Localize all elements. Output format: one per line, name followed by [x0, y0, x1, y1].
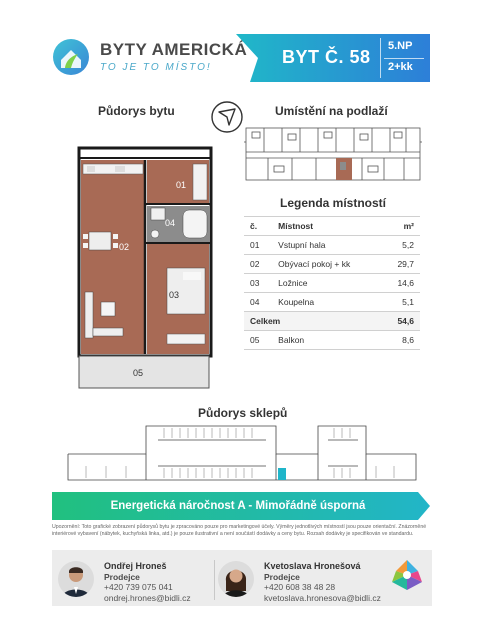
column-header-area: m²	[382, 216, 420, 236]
room-name: Balkon	[272, 330, 383, 350]
floor-plan: 01 04 02 03 05	[77, 146, 213, 389]
contact-role: Prodejce	[104, 571, 140, 582]
table-row: 05 Balkon 8,6	[244, 330, 420, 350]
column-header-room: Místnost	[272, 216, 383, 236]
apartment-floor: 5.NP	[388, 40, 413, 52]
contact-email[interactable]: ondrej.hrones@bidli.cz	[104, 592, 191, 603]
energy-rating: Energetická náročnost A - Mimořádně úspo…	[110, 500, 366, 512]
banner-divider	[384, 58, 424, 59]
north-arrow-icon	[211, 101, 243, 133]
agency-logo-icon	[392, 560, 422, 590]
avatar	[58, 561, 94, 597]
room-area: 5,1	[382, 292, 420, 312]
room-label-04: 04	[165, 218, 175, 228]
header: BYTY AMERICKÁ TO JE TO MÍSTO! BYT Č. 58 …	[0, 0, 480, 96]
total-label: Celkem	[244, 311, 383, 331]
total-row: Celkem 54,6	[244, 311, 420, 331]
legend-title: Legenda místností	[280, 196, 387, 210]
room-area: 29,7	[382, 254, 420, 274]
energy-banner	[52, 492, 430, 520]
room-area: 14,6	[382, 273, 420, 293]
table-row: 04 Koupelna 5,1	[244, 292, 420, 312]
room-number: 04	[244, 292, 273, 312]
room-area: 8,6	[382, 330, 420, 350]
brand-logo-icon	[53, 39, 89, 75]
footer-divider	[214, 560, 215, 600]
table-row: 01 Vstupní hala 5,2	[244, 235, 420, 255]
apartment-banner	[236, 34, 430, 82]
room-name: Vstupní hala	[272, 235, 383, 255]
disclaimer: Upozornění: Toto grafické zobrazení půdo…	[52, 524, 427, 537]
room-name: Obývací pokoj + kk	[272, 254, 383, 274]
floorplan-title: Půdorys bytu	[98, 104, 175, 118]
room-number: 03	[244, 273, 273, 293]
table-header-row: č. Místnost m²	[244, 216, 420, 236]
contact-email[interactable]: kvetoslava.hronesova@bidli.cz	[264, 592, 381, 603]
apartment-layout: 2+kk	[388, 61, 413, 73]
contact-name: Kvetoslava Hronešová	[264, 561, 361, 571]
room-number: 05	[244, 330, 273, 350]
room-number: 02	[244, 254, 273, 274]
table-row: 02 Obývací pokoj + kk 29,7	[244, 254, 420, 274]
room-area: 5,2	[382, 235, 420, 255]
room-name: Koupelna	[272, 292, 383, 312]
room-label-02: 02	[119, 242, 129, 252]
apartment-title: BYT Č. 58	[282, 47, 371, 67]
brand-name: BYTY AMERICKÁ	[100, 40, 248, 59]
total-area: 54,6	[382, 311, 420, 331]
contact-name: Ondřej Hroneš	[104, 561, 167, 571]
contact-card: Ondřej Hroneš Prodejce +420 739 075 041 …	[104, 561, 191, 603]
column-header-number: č.	[244, 216, 273, 236]
contact-phone[interactable]: +420 608 38 48 28	[264, 582, 336, 592]
location-title: Umístění na podlaží	[275, 104, 388, 118]
table-row: 03 Ložnice 14,6	[244, 273, 420, 293]
room-legend-table: č. Místnost m² 01 Vstupní hala 5,2 02 Ob…	[244, 216, 420, 350]
contact-role: Prodejce	[264, 571, 300, 582]
basement-plan	[67, 425, 417, 481]
room-label-01: 01	[176, 180, 186, 190]
room-number: 01	[244, 235, 273, 255]
avatar	[218, 561, 254, 597]
basement-title: Půdorys sklepů	[198, 406, 288, 420]
contact-phone[interactable]: +420 739 075 041	[104, 582, 173, 592]
room-name: Ložnice	[272, 273, 383, 293]
brand: BYTY AMERICKÁ TO JE TO MÍSTO!	[100, 40, 247, 73]
contact-card: Kvetoslava Hronešová Prodejce +420 608 3…	[264, 561, 381, 603]
room-label-03: 03	[169, 290, 179, 300]
floor-location-map	[244, 127, 422, 181]
room-label-05: 05	[133, 368, 143, 378]
brand-tagline: TO JE TO MÍSTO!	[100, 62, 212, 73]
banner-divider	[380, 38, 381, 78]
highlighted-cellar	[278, 468, 286, 480]
